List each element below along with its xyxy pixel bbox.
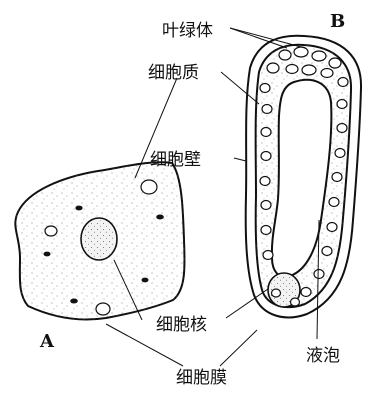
chloroplast (301, 288, 311, 297)
chloroplast (332, 173, 342, 182)
chloroplast (263, 251, 273, 260)
animal-vesicle (96, 303, 110, 315)
chloroplast (260, 84, 270, 93)
chloroplast (291, 298, 300, 306)
chloroplast (272, 289, 281, 297)
animal-granule (75, 206, 82, 211)
chloroplast (261, 152, 271, 161)
label-cell-wall: 细胞壁 (150, 150, 201, 170)
animal-granule (70, 299, 78, 304)
label-nucleus: 细胞核 (156, 315, 207, 335)
leader-cell-wall (234, 158, 246, 161)
chloroplast (322, 247, 332, 256)
animal-granule (142, 278, 149, 283)
chloroplast (329, 198, 339, 207)
animal-vesicle (45, 226, 57, 236)
chloroplast (312, 51, 326, 61)
chloroplast (335, 149, 345, 158)
label-vacuole: 液泡 (306, 346, 340, 366)
chloroplast (262, 105, 272, 114)
chloroplast (267, 63, 279, 73)
chloroplast (338, 78, 348, 87)
plant-cell (246, 36, 361, 318)
chloroplast (260, 177, 270, 186)
chloroplast (337, 124, 347, 133)
label-cytoplasm: 细胞质 (148, 63, 199, 83)
chloroplast (337, 100, 347, 109)
animal-granule (156, 215, 164, 220)
label-cell-membrane: 细胞膜 (176, 368, 227, 388)
leader-membrane-plant (220, 330, 257, 366)
chloroplast (327, 223, 337, 232)
chloroplast (314, 270, 324, 279)
animal-cell (15, 162, 184, 319)
cell-a-letter: A (39, 331, 55, 352)
chloroplast (286, 65, 298, 74)
chloroplast (261, 201, 271, 210)
chloroplast (329, 58, 341, 68)
chloroplast (302, 65, 316, 75)
cell-b-letter: B (330, 11, 345, 32)
label-chloroplast: 叶绿体 (162, 21, 213, 41)
chloroplast (321, 69, 333, 78)
chloroplast (279, 50, 291, 60)
animal-granule (44, 252, 51, 257)
animal-vesicle (141, 180, 157, 194)
chloroplast (261, 226, 271, 235)
chloroplast (261, 128, 271, 137)
animal-nucleus-texture (83, 220, 115, 258)
chloroplast (294, 47, 308, 57)
